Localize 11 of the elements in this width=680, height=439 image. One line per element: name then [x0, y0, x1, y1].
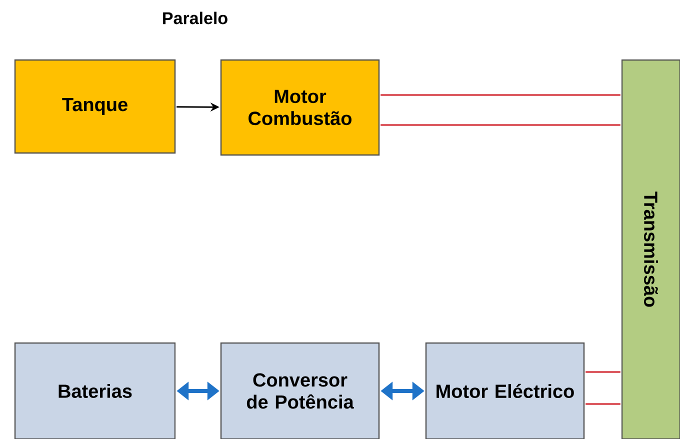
motor-box: Motor Eléctrico — [425, 342, 585, 439]
connector-line — [586, 403, 620, 405]
converter-box: Conversor de Potência — [220, 342, 380, 439]
tank-box: Tanque — [14, 59, 176, 154]
battery-box: Baterias — [14, 342, 176, 439]
connector-line — [586, 371, 620, 373]
transmission-bar: Transmissão — [621, 59, 680, 439]
diagram-title: Paralelo — [163, 12, 228, 24]
engine-box: Motor Combustão — [220, 59, 380, 156]
connector-line — [380, 124, 620, 126]
connector-line — [380, 94, 620, 96]
